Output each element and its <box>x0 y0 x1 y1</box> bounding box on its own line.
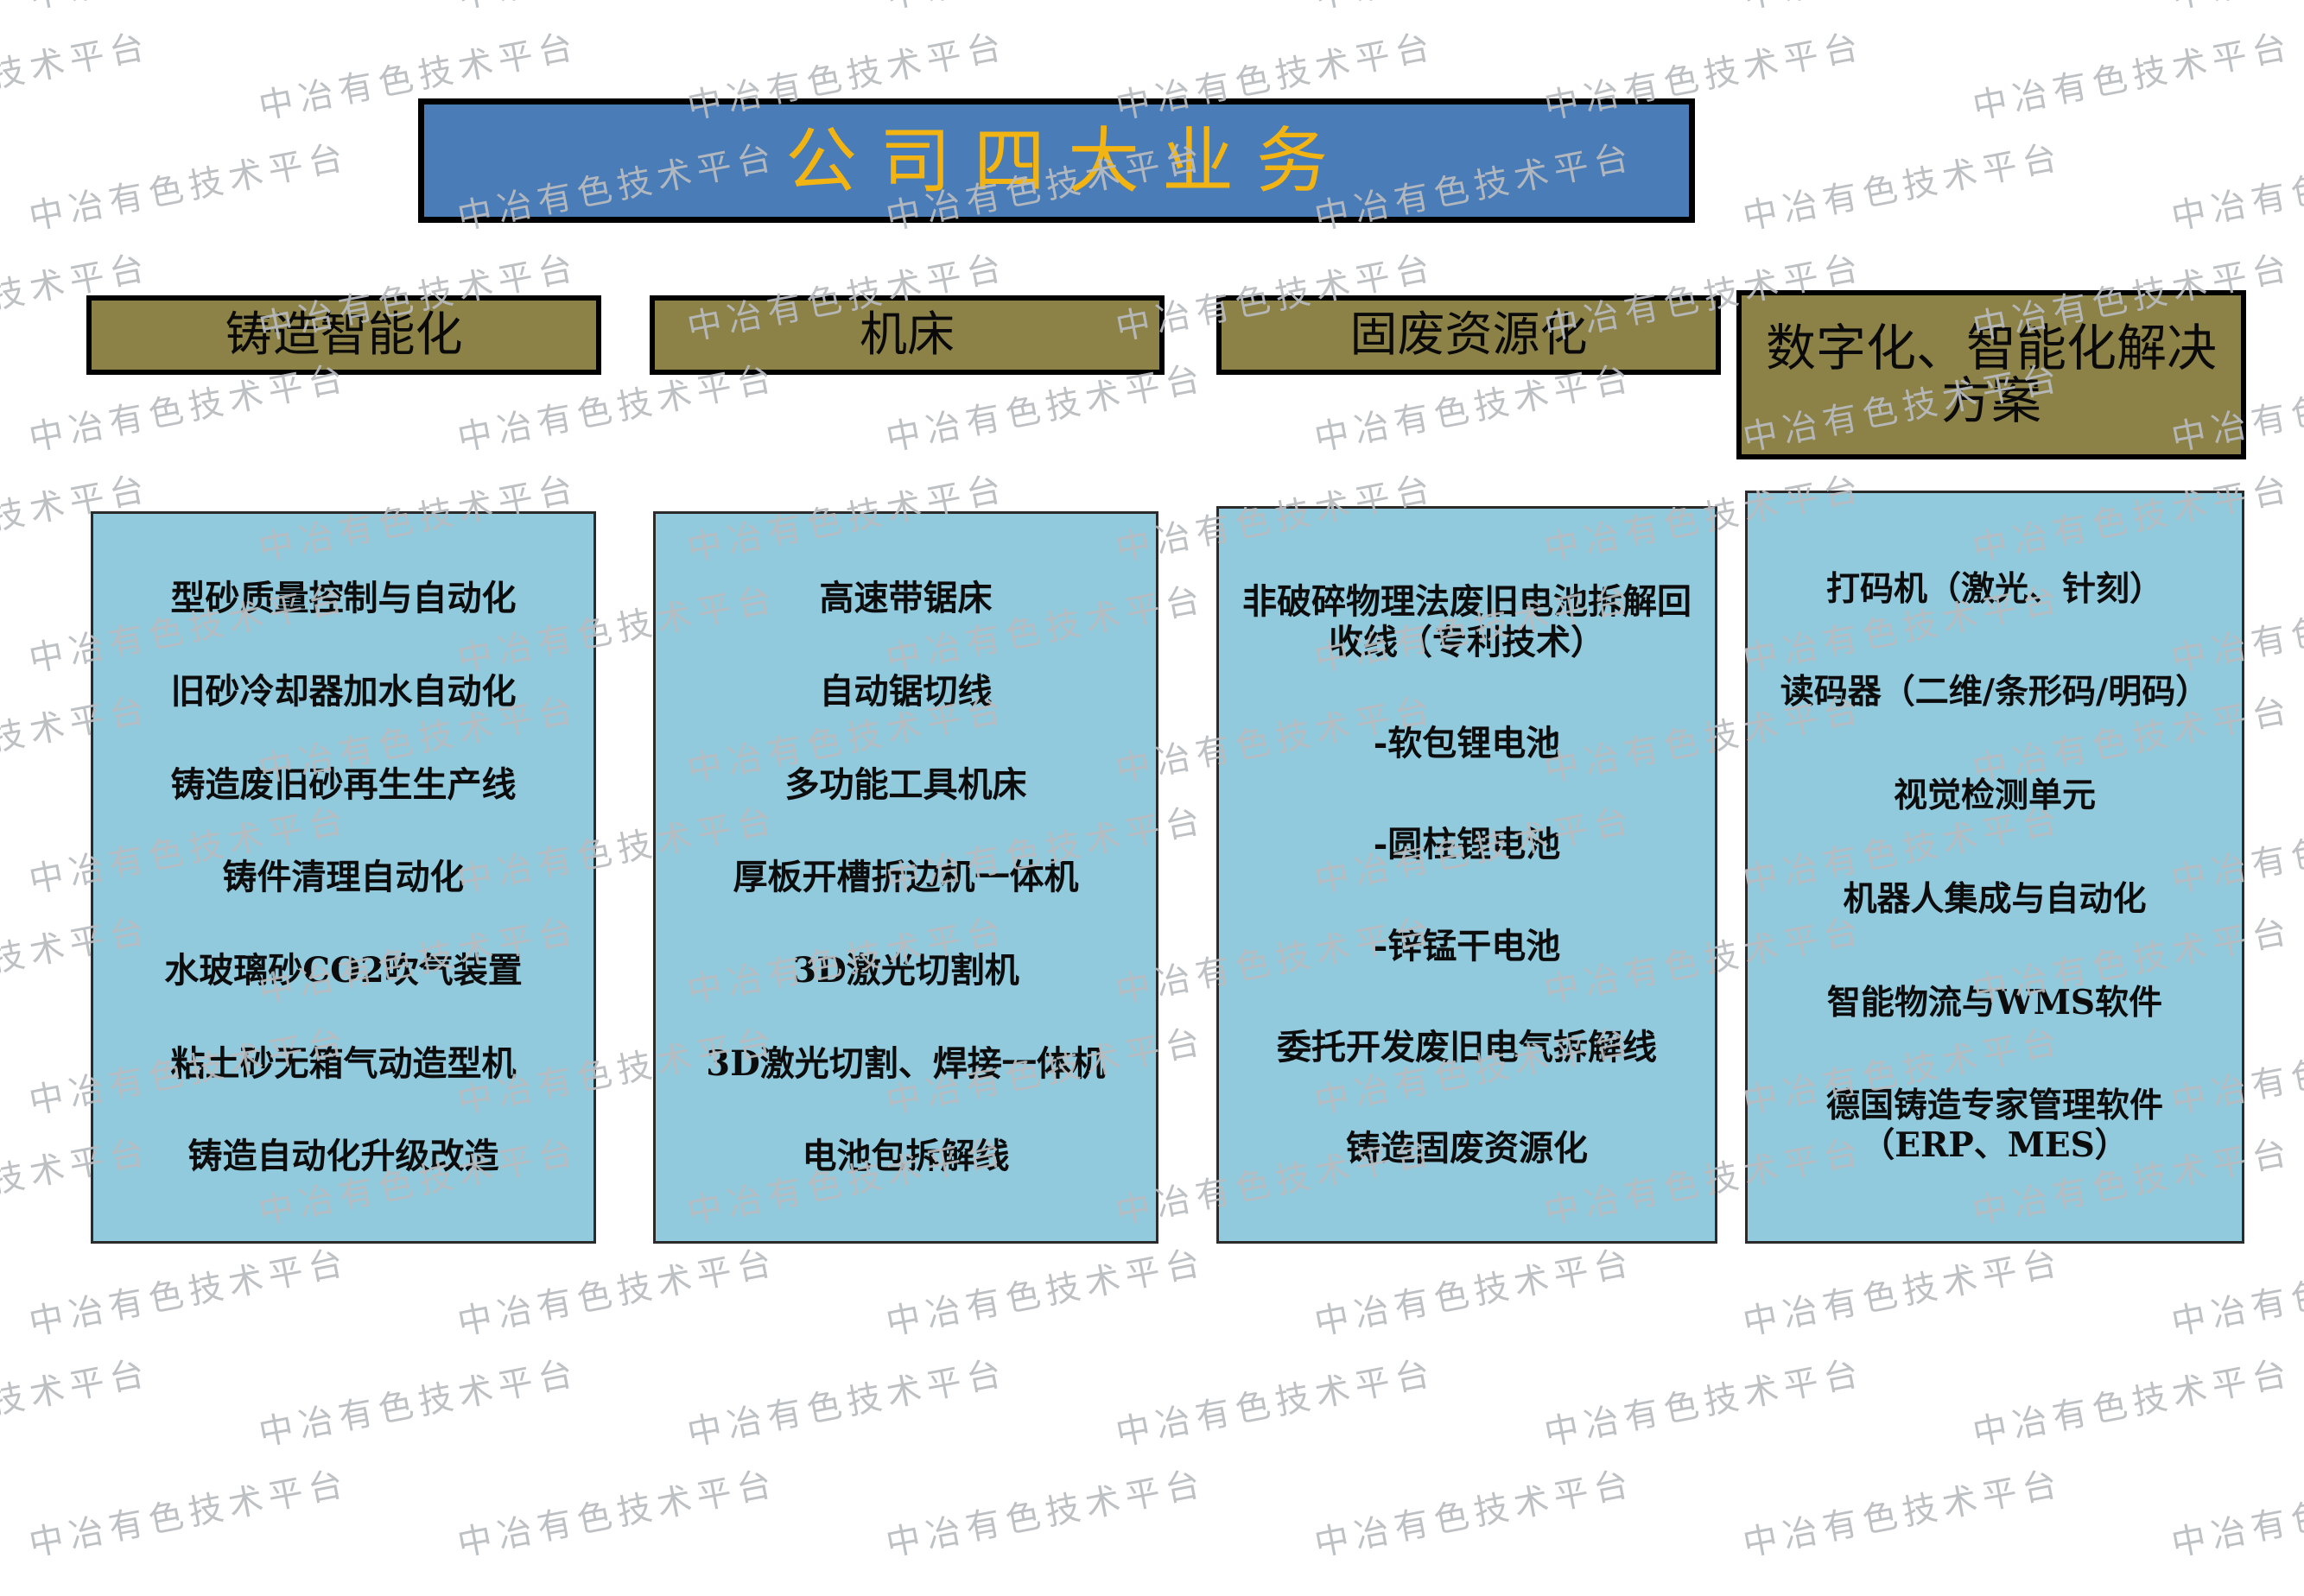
column-panel-machine-tools: 高速带锯床 自动锯切线 多功能工具机床 厚板开槽折边机一体机 3D激光切割机 3… <box>653 511 1158 1244</box>
column-header-label: 机床 <box>859 307 955 363</box>
list-item: -锌锰干电池 <box>1373 925 1561 966</box>
watermark-text: 中冶有色技术平台 <box>0 1352 154 1454</box>
list-item: -圆柱锂电池 <box>1373 824 1561 865</box>
watermark-text: 中冶有色技术平台 <box>683 1352 1011 1454</box>
watermark-text: 中冶有色技术平台 <box>882 1463 1209 1565</box>
list-item: 机器人集成与自动化 <box>1843 878 2147 919</box>
column-header-label: 铸造智能化 <box>225 307 463 363</box>
list-item: 委托开发废旧电气拆解线 <box>1277 1026 1657 1067</box>
list-item: 3D激光切割机 <box>792 950 1019 991</box>
list-item: 高速带锯床 <box>819 578 993 619</box>
column-header-machine-tools: 机床 <box>650 295 1165 375</box>
watermark-text: 中冶有色技术平台 <box>255 1352 582 1454</box>
list-item: 多功能工具机床 <box>784 763 1027 805</box>
watermark-text: 中冶有色技术平台 <box>1112 1352 1439 1454</box>
column-header-digital-solutions: 数字化、智能化解决方案 <box>1736 290 2246 459</box>
watermark-text: 中冶有色技术平台 <box>1969 1352 2296 1454</box>
list-item: 智能物流与WMS软件 <box>1826 982 2163 1023</box>
list-item: 自动锯切线 <box>819 671 993 712</box>
list-item: 旧砂冷却器加水自动化 <box>170 671 517 712</box>
slide-title-banner: 公司四大业务 <box>418 98 1695 223</box>
list-item: 厚板开槽折边机一体机 <box>733 857 1079 898</box>
list-item: -软包锂电池 <box>1373 723 1561 764</box>
watermark-text: 中冶有色技术平台 <box>1311 1463 1638 1565</box>
watermark-text: 中冶有色技术平台 <box>25 1463 352 1565</box>
list-item: 电池包拆解线 <box>802 1136 1010 1177</box>
list-item: 视觉检测单元 <box>1893 776 2096 816</box>
watermark-text: 中冶有色技术平台 <box>2168 1463 2304 1565</box>
column-panel-casting-intelligence: 型砂质量控制与自动化 旧砂冷却器加水自动化 铸造废旧砂再生生产线 铸件清理自动化… <box>91 511 596 1244</box>
list-item: 打码机（激光、针刻） <box>1825 568 2163 609</box>
list-item: 水玻璃砂CO2吹气装置 <box>164 950 523 991</box>
list-item: 德国铸造专家管理软件（ERP、MES） <box>1825 1086 2163 1166</box>
column-header-solid-waste: 固废资源化 <box>1216 295 1721 375</box>
watermark-text: 中冶有色技术平台 <box>454 1463 781 1565</box>
slide-canvas: 公司四大业务 铸造智能化 型砂质量控制与自动化 旧砂冷却器加水自动化 铸造废旧砂… <box>86 98 2246 1244</box>
list-item: 铸造固废资源化 <box>1346 1127 1588 1168</box>
list-item: 铸造自动化升级改造 <box>187 1136 499 1177</box>
watermark-text: 中冶有色技术平台 <box>1739 1463 2066 1565</box>
list-item: 型砂质量控制与自动化 <box>170 578 517 619</box>
list-item: 3D激光切割、焊接一体机 <box>706 1042 1106 1084</box>
list-item: 非破碎物理法废旧电池拆解回收线（专利技术） <box>1242 580 1692 663</box>
page-title: 公司四大业务 <box>785 118 1350 203</box>
list-item: 铸件清理自动化 <box>222 857 465 898</box>
list-item: 铸造废旧砂再生生产线 <box>170 763 517 805</box>
list-item: 读码器（二维/条形码/明码） <box>1780 672 2210 712</box>
column-header-casting-intelligence: 铸造智能化 <box>86 295 601 375</box>
column-panel-solid-waste: 非破碎物理法废旧电池拆解回收线（专利技术） -软包锂电池 -圆柱锂电池 -锌锰干… <box>1216 506 1717 1244</box>
column-header-label: 固废资源化 <box>1349 307 1588 363</box>
watermark-text: 中冶有色技术平台 <box>1540 1352 1868 1454</box>
column-panel-digital-solutions: 打码机（激光、针刻） 读码器（二维/条形码/明码） 视觉检测单元 机器人集成与自… <box>1745 491 2244 1244</box>
list-item: 粘土砂无箱气动造型机 <box>170 1042 517 1084</box>
column-header-label: 数字化、智能化解决方案 <box>1765 319 2217 430</box>
